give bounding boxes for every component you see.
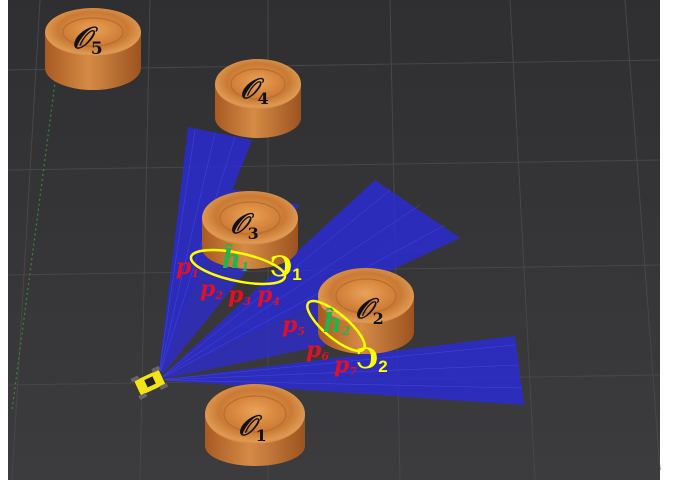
- cluster-2-label: Ↄ2: [356, 342, 388, 376]
- obstacle-1: 𝒪1: [205, 384, 305, 466]
- obstacle-5: 𝒪5: [45, 8, 141, 90]
- cluster-1-ellipse: [189, 248, 287, 286]
- obstacle-2: 𝒪2: [318, 268, 414, 354]
- p5-label: p5: [282, 312, 305, 338]
- p2-label: p2: [200, 276, 223, 302]
- obstacle-3: 𝒪3: [202, 191, 298, 269]
- p7-label: p7: [334, 352, 357, 378]
- obstacle-4: 𝒪4: [215, 59, 301, 138]
- cluster-2-ellipse: [306, 299, 366, 353]
- laser-rays: [157, 129, 523, 389]
- axis-line: [11, 59, 59, 411]
- p3-label: p3: [228, 282, 251, 308]
- cluster-1-label: Ↄ1: [270, 250, 302, 284]
- h2-label: ĥ2: [323, 307, 350, 339]
- p4-label: p4: [257, 282, 280, 308]
- p1-label: p1: [176, 254, 199, 280]
- h1-label: ĥ1: [222, 243, 249, 275]
- p6-label: p6: [306, 337, 329, 363]
- robot-icon: [130, 365, 169, 400]
